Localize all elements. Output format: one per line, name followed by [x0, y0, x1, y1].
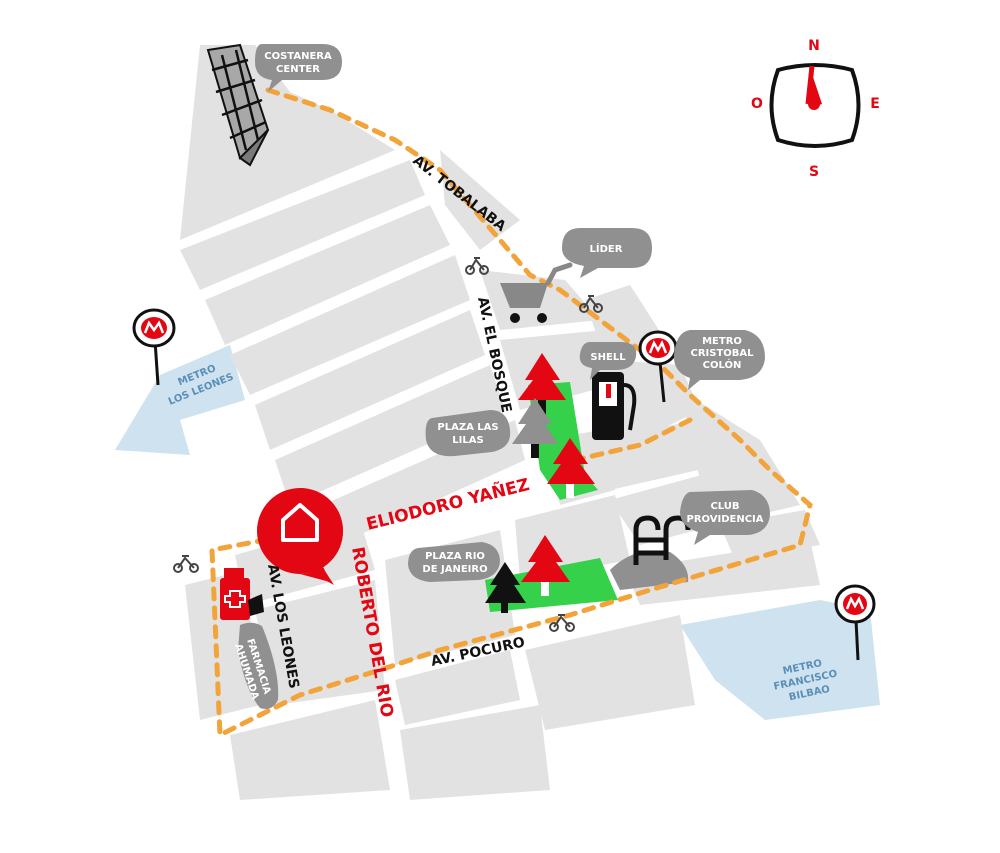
pine-trees — [485, 353, 595, 613]
compass-west: O — [751, 96, 763, 112]
metro-sign-icon — [132, 308, 176, 386]
lider-label: LÍDER — [590, 242, 623, 255]
water-areas — [115, 345, 880, 720]
bicycle-icon — [173, 555, 199, 573]
bicycle-icons — [173, 257, 603, 632]
club-providencia-area — [610, 550, 689, 590]
place-label-metro-colon: METRO CRISTOBAL COLÓN — [673, 330, 765, 390]
costanera-label-2: CENTER — [276, 64, 320, 75]
metro-sign-icon — [834, 584, 876, 661]
water-los-leones — [115, 345, 245, 455]
metro-colon-label-2: CRISTOBAL — [690, 348, 754, 359]
club-label-2: PROVIDENCIA — [686, 514, 763, 525]
place-label-plaza-rio: PLAZA RIO DE JANEIRO — [408, 542, 500, 582]
metro-colon-label-1: METRO — [702, 336, 742, 347]
shopping-cart-icon — [500, 262, 573, 323]
pine-tree-icon — [521, 535, 570, 596]
place-label-lider: LÍDER — [562, 228, 652, 278]
compass-icon: N S E O — [751, 38, 880, 180]
metro-colon-label-3: COLÓN — [703, 358, 742, 371]
pine-tree-icon — [547, 438, 595, 498]
pharmacy-icon — [220, 568, 264, 620]
place-label-bubbles: COSTANERA CENTER LÍDER SHELL METRO CRIST… — [232, 44, 770, 709]
bicycle-icon — [579, 295, 603, 313]
place-label-club-providencia: CLUB PROVIDENCIA — [680, 490, 770, 545]
costanera-label-1: COSTANERA — [264, 51, 332, 62]
water-francisco-bilbao — [680, 600, 880, 720]
plaza-lilas-label-1: PLAZA LAS — [437, 422, 498, 433]
place-label-costanera: COSTANERA CENTER — [255, 44, 342, 92]
compass-south: S — [809, 164, 819, 180]
building-icon — [206, 43, 270, 167]
plaza-lilas-label-2: LILAS — [452, 435, 483, 446]
bicycle-icon — [549, 614, 575, 632]
metro-sign-icon — [638, 330, 678, 403]
shell-label: SHELL — [590, 352, 626, 363]
pine-tree-icon — [512, 398, 558, 458]
place-label-shell: SHELL — [579, 342, 637, 380]
compass-east: E — [870, 96, 880, 112]
metro-signs — [132, 308, 876, 661]
place-label-plaza-lilas: PLAZA LAS LILAS — [425, 410, 511, 457]
compass-north: N — [808, 38, 820, 54]
plaza-rio-label-1: PLAZA RIO — [425, 551, 485, 562]
gas-pump-icon — [592, 372, 637, 440]
club-label-1: CLUB — [710, 501, 739, 512]
route-dashed-line — [209, 87, 813, 739]
route-dashed-inner — [557, 417, 693, 463]
home-pin-icon — [257, 488, 343, 585]
pine-tree-icon — [485, 562, 526, 613]
bicycle-icon — [465, 257, 489, 275]
plaza-rio-label-2: DE JANEIRO — [422, 564, 487, 575]
